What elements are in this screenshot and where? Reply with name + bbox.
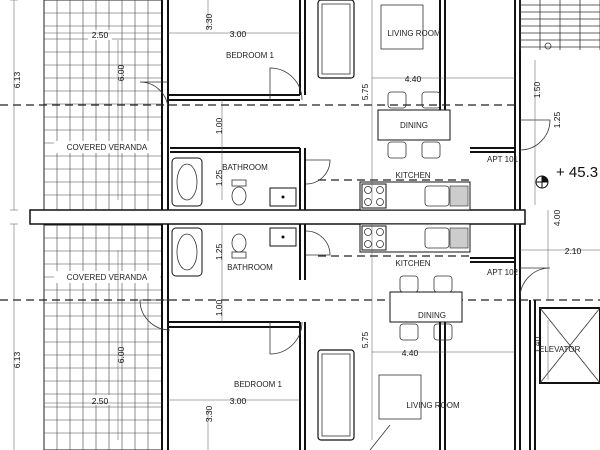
dim-bedroom-width-top: 3.00 bbox=[230, 29, 247, 39]
dim-bedroom-depth-top: 3.30 bbox=[204, 13, 214, 30]
room-label-kitchen-bottom: KITCHEN bbox=[395, 259, 430, 268]
sofa-top bbox=[317, 0, 355, 79]
dim-living-depth-bottom: 5.75 bbox=[360, 331, 370, 348]
dim-right-depth: 4.00 bbox=[552, 209, 562, 226]
dim-overall-left-top: 6.13 bbox=[12, 71, 22, 88]
room-label-apt-102: APT 102 bbox=[487, 268, 519, 277]
dim-elevator: 1.40 bbox=[532, 336, 542, 353]
dim-veranda-depth-top: 6.00 bbox=[116, 64, 126, 81]
dining-set-top bbox=[377, 91, 451, 159]
room-label-bedroom-top: BEDROOM 1 bbox=[226, 51, 275, 60]
dim-veranda-depth-bottom: 6.00 bbox=[116, 346, 126, 363]
dim-bath-b-top: 1.25 bbox=[214, 169, 224, 186]
room-label-kitchen-top: KITCHEN bbox=[395, 171, 430, 180]
staircase bbox=[519, 0, 600, 50]
kitchen-counter-bottom bbox=[359, 223, 471, 253]
dim-right-width: 2.10 bbox=[565, 246, 582, 256]
door-swings bbox=[139, 67, 551, 450]
room-label-living-bottom: LIVING ROOM bbox=[406, 401, 460, 410]
room-label-covered-veranda-bottom: COVERED VERANDA bbox=[67, 273, 148, 282]
dining-set-bottom bbox=[389, 275, 463, 341]
room-label-dining-bottom: DINING bbox=[418, 311, 446, 320]
dim-bath-a-top: 1.00 bbox=[214, 117, 224, 134]
level-mark-text: + 45.3 bbox=[556, 164, 598, 181]
bathroom-fixtures-top bbox=[171, 157, 297, 207]
dim-entry-2: 1.25 bbox=[552, 111, 562, 128]
bathroom-fixtures-bottom bbox=[171, 227, 297, 277]
dim-overall-left-bottom: 6.13 bbox=[12, 351, 22, 368]
dim-living-width-bottom: 4.40 bbox=[402, 348, 419, 358]
kitchen-counter-top bbox=[359, 181, 471, 211]
dim-veranda-width-bottom: 2.50 bbox=[92, 396, 109, 406]
sofa-bottom bbox=[317, 349, 355, 441]
room-label-bathroom-top: BATHROOM bbox=[222, 163, 268, 172]
level-marker bbox=[535, 42, 552, 189]
room-label-apt-101: APT 101 bbox=[487, 155, 519, 164]
dim-bedroom-width-bottom: 3.00 bbox=[230, 396, 247, 406]
dim-entry-1: 1.50 bbox=[532, 81, 542, 98]
room-label-bathroom-bottom: BATHROOM bbox=[227, 263, 273, 272]
dim-bath-a-bottom: 1.25 bbox=[214, 243, 224, 260]
dim-bath-b-bottom: 1.00 bbox=[214, 299, 224, 316]
dimension-lines bbox=[10, 0, 600, 450]
room-label-elevator: ELEVATOR bbox=[539, 345, 581, 354]
room-label-living-top: LIVING ROOM bbox=[387, 29, 441, 38]
dim-veranda-width-top: 2.50 bbox=[92, 30, 109, 40]
dim-living-depth-top: 5.75 bbox=[360, 83, 370, 100]
room-label-dining-top: DINING bbox=[400, 121, 428, 130]
room-label-covered-veranda-top: COVERED VERANDA bbox=[67, 143, 148, 152]
room-label-bedroom-bottom: BEDROOM 1 bbox=[234, 380, 283, 389]
dim-living-width-top: 4.40 bbox=[405, 74, 422, 84]
dim-bedroom-depth-bottom: 3.30 bbox=[204, 405, 214, 422]
veranda-tiling-bottom bbox=[43, 224, 163, 450]
